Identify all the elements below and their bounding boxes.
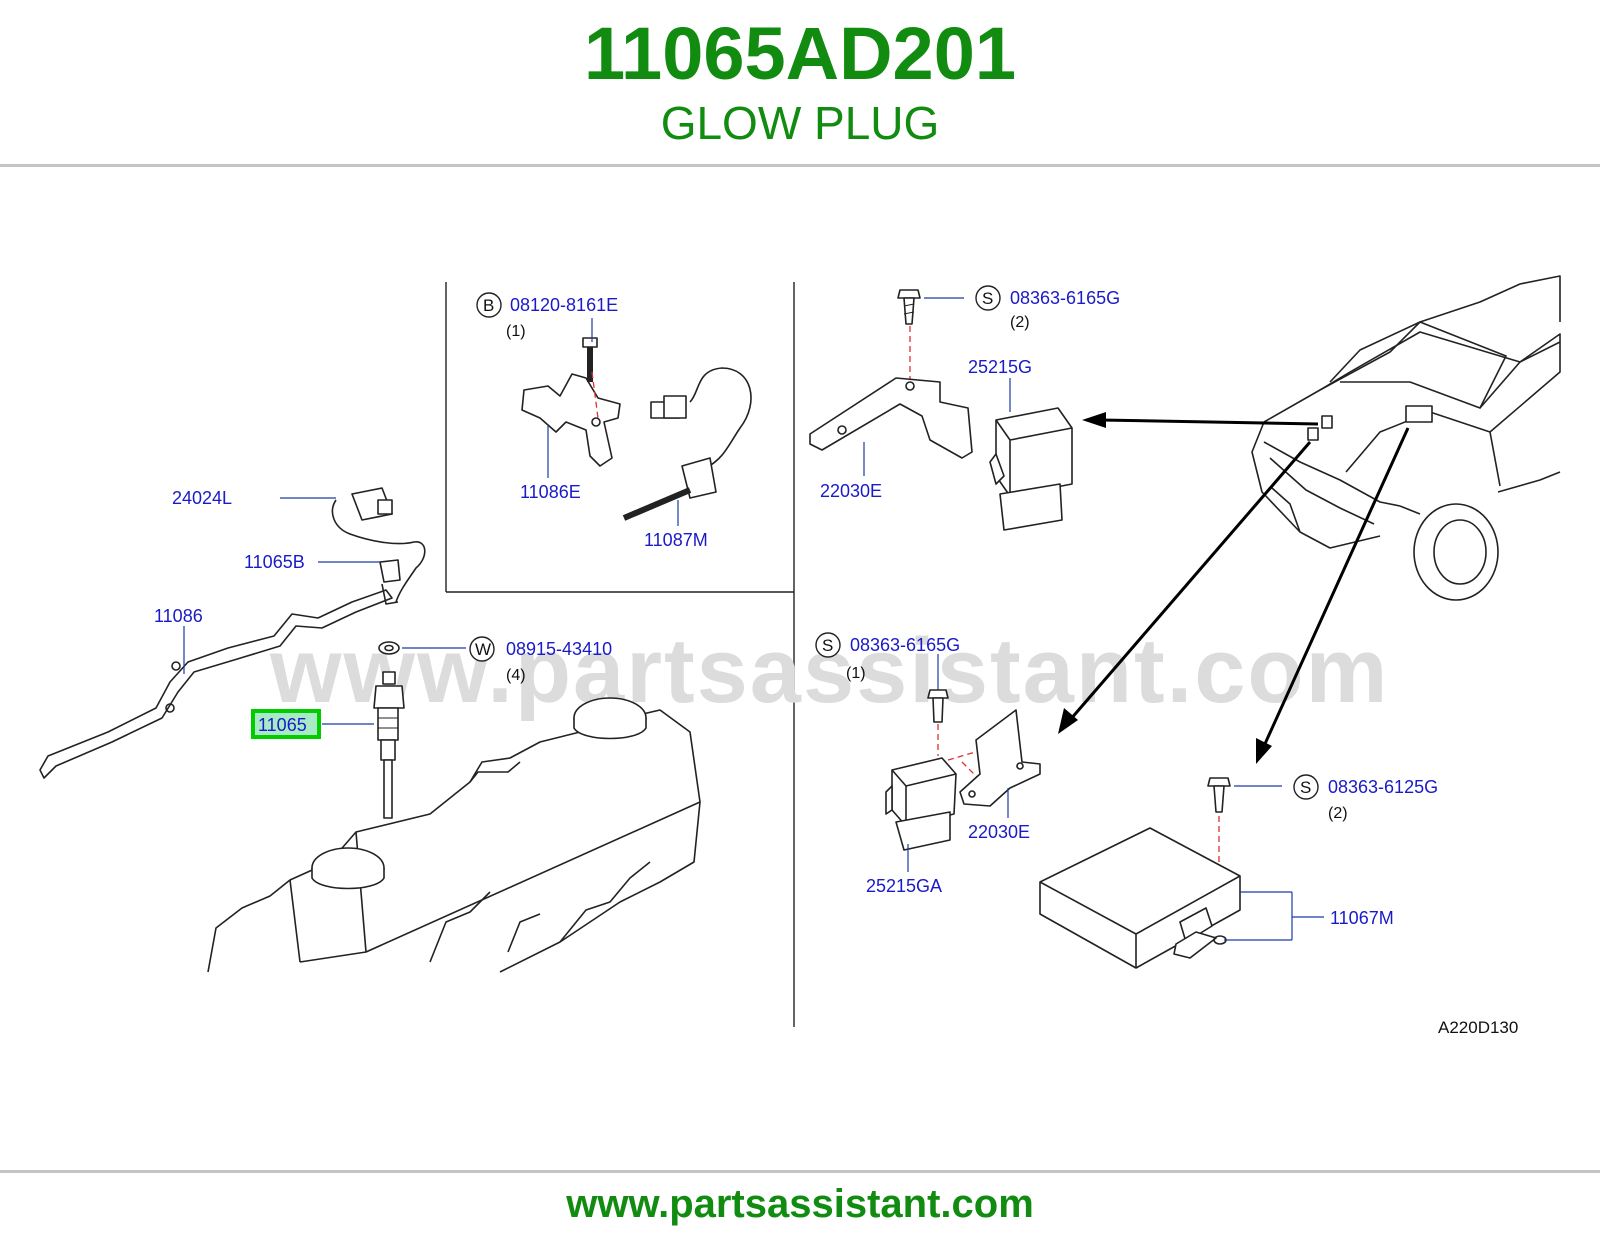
callout-b1: B 08120-8161E (1) — [476, 292, 618, 340]
control-unit-drawing-11067M — [1039, 827, 1241, 969]
svg-text:(4): (4) — [506, 667, 526, 684]
footer-url[interactable]: www.partsassistant.com — [566, 1182, 1034, 1226]
bracket-drawing-22030E-mid — [959, 709, 1041, 807]
part-number-title: 11065AD201 — [583, 12, 1017, 95]
parts-diagram: www.partsassistant.com B 08120-8161E (1)… — [0, 262, 1600, 1062]
svg-text:W: W — [475, 640, 491, 659]
part-label-08120-8161E: 08120-8161E — [510, 295, 618, 315]
part-name-subtitle: GLOW PLUG — [660, 97, 940, 149]
callout-s-mid: S 08363-6165G (1) — [815, 632, 960, 682]
diagram-reference-code: A220D130 — [1438, 1018, 1518, 1037]
footer-divider — [0, 1170, 1600, 1173]
part-label-24024L: 24024L — [172, 488, 232, 508]
screw-drawing-mid — [927, 689, 949, 723]
wire-drawing-11086 — [39, 589, 393, 779]
part-label-22030E-top: 22030E — [820, 481, 882, 501]
callout-s-right: S 08363-6125G (2) — [1293, 774, 1438, 822]
part-label-11065B: 11065B — [244, 552, 305, 572]
harness-drawing-24024L — [331, 487, 426, 603]
callout-w1: W 08915-43410 (4) — [469, 636, 612, 684]
relay-drawing-25215GA — [885, 757, 957, 851]
part-label-08915-43410: 08915-43410 — [506, 639, 612, 659]
vehicle-drawing — [1251, 275, 1561, 601]
screw-drawing-right — [1207, 777, 1231, 813]
relay-drawing-25215G — [989, 407, 1073, 531]
svg-text:S: S — [982, 289, 993, 308]
svg-text:(2): (2) — [1328, 805, 1348, 822]
header-divider — [0, 164, 1600, 167]
svg-text:(1): (1) — [846, 665, 866, 682]
callout-s-top: S 08363-6165G (2) — [975, 285, 1120, 331]
washer-drawing — [378, 641, 400, 655]
part-label-11086: 11086 — [154, 606, 203, 626]
part-label-08363-6165G-mid: 08363-6165G — [850, 635, 960, 655]
svg-text:(2): (2) — [1010, 314, 1030, 331]
highlight-inner — [255, 713, 317, 735]
sensor-drawing-11087M — [622, 367, 752, 521]
engine-head-drawing — [207, 697, 701, 973]
part-label-11067M: 11067M — [1330, 908, 1394, 928]
part-label-25215GA: 25215GA — [866, 876, 942, 896]
part-label-11086E: 11086E — [520, 482, 581, 502]
part-label-08363-6165G-top: 08363-6165G — [1010, 288, 1120, 308]
svg-text:S: S — [1300, 778, 1311, 797]
screw-drawing-top — [897, 289, 921, 325]
svg-text:S: S — [822, 636, 833, 655]
svg-text:(1): (1) — [506, 323, 526, 340]
part-label-11087M: 11087M — [644, 530, 708, 550]
part-label-08363-6125G: 08363-6125G — [1328, 777, 1438, 797]
part-label-25215G: 25215G — [968, 357, 1032, 377]
glow-plug-drawing-11065 — [373, 671, 405, 819]
bracket-drawing-22030E-top — [809, 377, 973, 459]
part-label-22030E-mid: 22030E — [968, 822, 1030, 842]
part-label-11065[interactable]: 11065 — [258, 715, 307, 735]
svg-text:B: B — [483, 296, 494, 315]
